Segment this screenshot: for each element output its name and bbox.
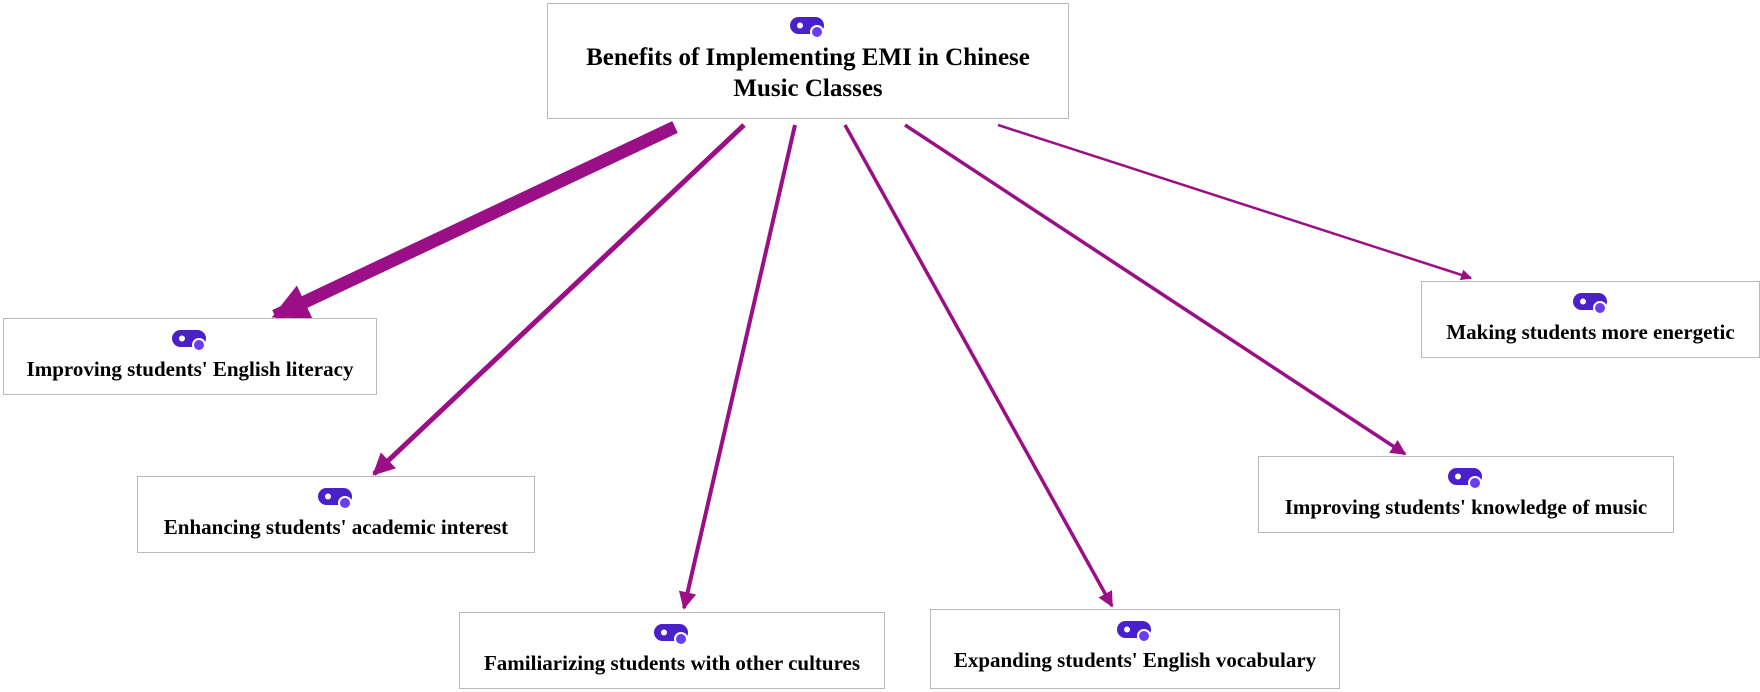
concept-tag-icon bbox=[1572, 293, 1607, 315]
edge-root-to-music bbox=[904, 123, 1407, 456]
concept-tag-icon bbox=[318, 488, 352, 510]
edge-root-to-literacy bbox=[271, 121, 678, 322]
node-vocabulary[interactable]: Expanding students' English vocabulary bbox=[930, 609, 1340, 689]
node-label: Improving students' knowledge of music bbox=[1284, 495, 1648, 519]
node-label: Expanding students' English vocabulary bbox=[953, 648, 1317, 672]
node-cultures[interactable]: Familiarizing students with other cultur… bbox=[459, 612, 885, 689]
concept-tag-icon bbox=[1448, 468, 1482, 490]
node-label: Making students more energetic bbox=[1446, 320, 1735, 344]
node-literacy[interactable]: Improving students' English literacy bbox=[3, 318, 377, 395]
root-node-label: Benefits of Implementing EMI in Chinese … bbox=[586, 44, 1030, 102]
concept-tag-icon bbox=[1117, 621, 1151, 643]
node-label: Familiarizing students with other cultur… bbox=[483, 651, 861, 675]
root-node[interactable]: Benefits of Implementing EMI in Chinese … bbox=[547, 3, 1069, 119]
node-academic[interactable]: Enhancing students' academic interest bbox=[137, 476, 535, 553]
edge-root-to-cultures bbox=[678, 124, 797, 610]
node-music[interactable]: Improving students' knowledge of music bbox=[1258, 456, 1674, 533]
node-label: Improving students' English literacy bbox=[26, 357, 354, 381]
concept-tag-icon bbox=[790, 17, 824, 39]
edge-root-to-energetic bbox=[997, 123, 1473, 281]
edge-root-to-vocabulary bbox=[843, 124, 1114, 608]
node-label: Enhancing students' academic interest bbox=[163, 515, 509, 539]
edge-root-to-academic bbox=[372, 123, 746, 476]
node-energetic[interactable]: Making students more energetic bbox=[1421, 281, 1760, 358]
concept-tag-icon bbox=[172, 330, 206, 352]
concept-tag-icon bbox=[654, 624, 688, 646]
